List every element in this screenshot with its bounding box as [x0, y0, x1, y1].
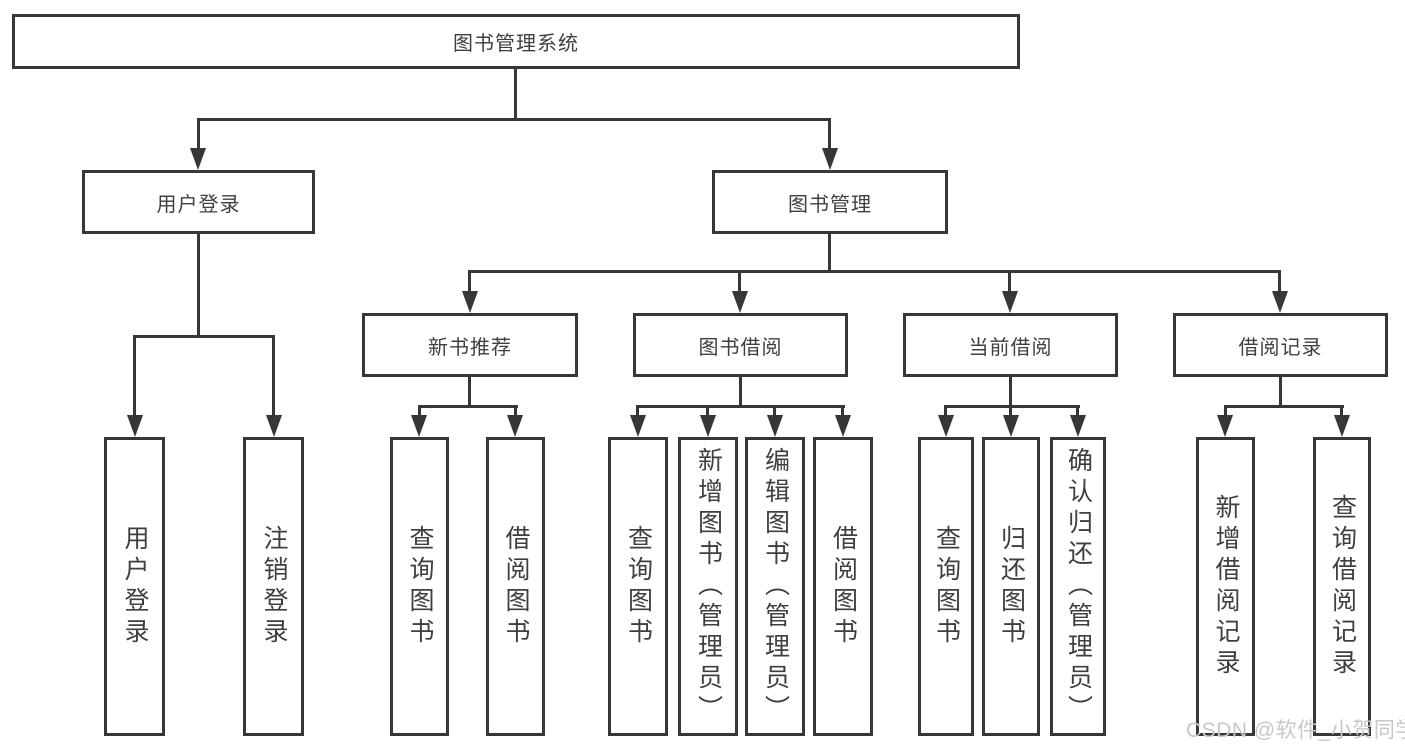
connector-bb-stem: [739, 377, 742, 405]
connector-br-stem: [1279, 377, 1282, 405]
connector-drop: [1076, 405, 1079, 417]
arrowhead-down-icon: [767, 415, 783, 437]
connector-drop-book-borrow: [738, 270, 741, 293]
arrowhead-down-icon: [462, 291, 478, 313]
leaf-label: 借阅图书: [502, 524, 530, 649]
node-book-borrow: 图书借阅: [633, 313, 848, 377]
connector-drop-new-book: [468, 270, 471, 293]
leaf-cb-confirm-return-admin: 确认归还（管理员）: [1050, 437, 1106, 736]
leaf-label: 编辑图书（管理员）: [761, 447, 790, 726]
leaf-label: 新增借阅记录: [1212, 493, 1240, 680]
leaf-cb-query-book: 查询图书: [918, 437, 974, 736]
node-current-borrow: 当前借阅: [903, 313, 1118, 377]
connector-drop: [1340, 405, 1343, 417]
node-borrow-record: 借阅记录: [1173, 313, 1388, 377]
leaf-bb-borrow-book: 借阅图书: [813, 437, 873, 736]
leaf-label: 借阅图书: [829, 524, 858, 649]
connector-rec-stem: [468, 377, 471, 405]
leaf-label: 查询图书: [624, 524, 653, 649]
node-new-book-recommend: 新书推荐: [362, 313, 578, 377]
connector-login-hline: [133, 335, 275, 338]
connector-drop-user-login: [197, 118, 200, 150]
connector-drop: [636, 405, 639, 417]
arrowhead-down-icon: [1070, 415, 1086, 437]
connector-drop: [514, 405, 517, 417]
connector-mgmt-stem: [828, 234, 831, 270]
leaf-bb-add-book-admin: 新增图书（管理员）: [678, 437, 738, 736]
arrowhead-down-icon: [938, 415, 954, 437]
leaf-label: 确认归还（管理员）: [1064, 447, 1093, 726]
arrowhead-down-icon: [127, 415, 143, 437]
connector-drop-leaf-login: [133, 335, 136, 415]
connector-mgmt-hline: [468, 270, 1281, 273]
connector-rec-hline: [418, 405, 518, 408]
node-root: 图书管理系统: [12, 14, 1020, 69]
connector-drop: [773, 405, 776, 417]
leaf-user-login: 用户登录: [104, 437, 165, 736]
arrowhead-down-icon: [1334, 415, 1350, 437]
connector-drop: [841, 405, 844, 417]
arrowhead-down-icon: [700, 415, 716, 437]
arrowhead-down-icon: [1217, 415, 1233, 437]
connector-drop-leaf-logout: [272, 335, 275, 415]
leaf-cb-return-book: 归还图书: [982, 437, 1040, 736]
leaf-label: 用户登录: [121, 524, 149, 649]
arrowhead-down-icon: [835, 415, 851, 437]
connector-root-stem: [514, 68, 517, 118]
arrowhead-down-icon: [1003, 415, 1019, 437]
leaf-rec-query-book: 查询图书: [390, 437, 449, 736]
connector-drop-book-mgmt: [828, 118, 831, 150]
connector-drop: [418, 405, 421, 417]
arrowhead-down-icon: [732, 291, 748, 313]
leaf-logout-login: 注销登录: [243, 437, 304, 736]
connector-drop: [706, 405, 709, 417]
leaf-label: 查询借阅记录: [1328, 493, 1357, 680]
connector-br-hline: [1224, 405, 1344, 408]
leaf-br-add-record: 新增借阅记录: [1196, 437, 1255, 736]
csdn-watermark: CSDN @软件_小贺同学: [1186, 719, 1405, 742]
connector-login-stem: [197, 234, 200, 335]
connector-drop-current-borrow: [1008, 270, 1011, 293]
leaf-bb-query-book: 查询图书: [608, 437, 668, 736]
connector-drop-borrow-record: [1278, 270, 1281, 293]
connector-cb-stem: [1009, 377, 1012, 405]
leaf-label: 查询图书: [932, 524, 961, 649]
arrowhead-down-icon: [411, 415, 427, 437]
leaf-label: 查询图书: [406, 524, 434, 649]
node-user-login: 用户登录: [82, 170, 315, 234]
leaf-rec-borrow-book: 借阅图书: [486, 437, 545, 736]
arrowhead-down-icon: [1002, 291, 1018, 313]
leaf-label: 注销登录: [260, 524, 288, 649]
connector-drop: [1009, 405, 1012, 417]
arrowhead-down-icon: [822, 148, 838, 170]
arrowhead-down-icon: [266, 415, 282, 437]
arrowhead-down-icon: [1272, 291, 1288, 313]
leaf-br-query-record: 查询借阅记录: [1313, 437, 1371, 736]
node-book-management: 图书管理: [712, 170, 948, 234]
leaf-bb-edit-book-admin: 编辑图书（管理员）: [745, 437, 805, 736]
leaf-label: 新增图书（管理员）: [694, 447, 723, 726]
connector-root-hline: [197, 118, 831, 121]
arrowhead-down-icon: [630, 415, 646, 437]
leaf-label: 归还图书: [997, 524, 1026, 649]
connector-cb-hline: [944, 405, 1080, 408]
connector-drop: [1224, 405, 1227, 417]
connector-bb-hline: [636, 405, 845, 408]
arrowhead-down-icon: [507, 415, 523, 437]
arrowhead-down-icon: [190, 148, 206, 170]
connector-drop: [944, 405, 947, 417]
